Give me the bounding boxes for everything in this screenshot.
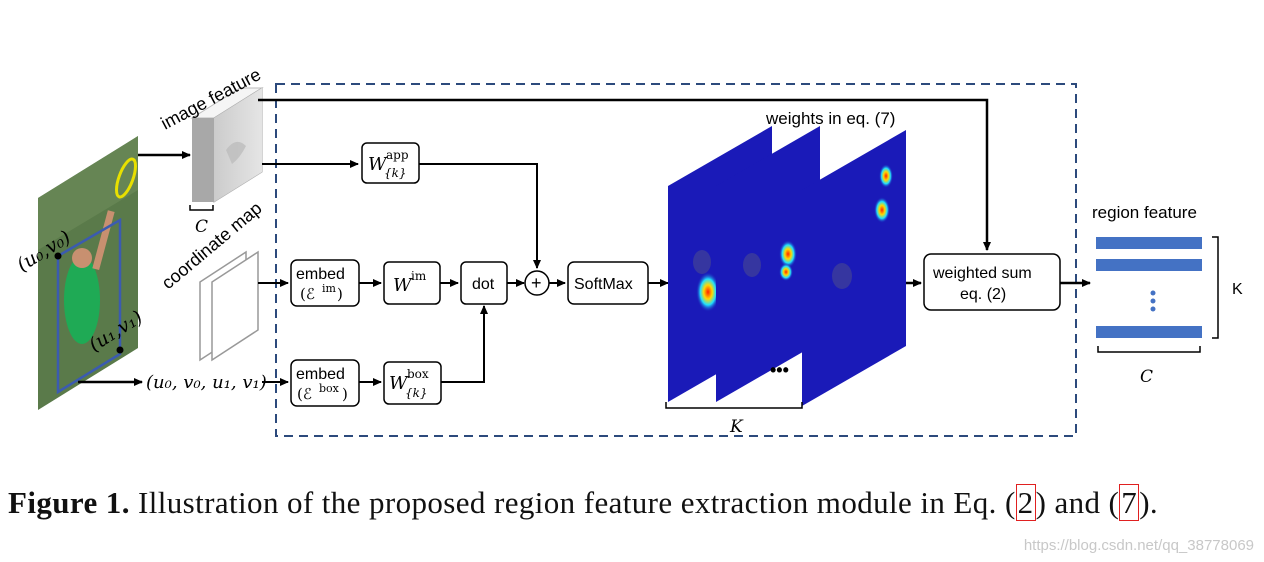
region-k-brace — [1212, 236, 1219, 339]
region-bar-1 — [1096, 237, 1202, 249]
embed-box-line1: embed — [296, 366, 345, 383]
embed-im-line2: (ℰ — [300, 285, 315, 303]
module-dashed-border — [275, 83, 1077, 437]
bounding-box — [56, 217, 122, 395]
embed-im-close: ) — [337, 285, 343, 303]
w-box-sub: {k} — [405, 386, 428, 400]
c-image-label: C — [195, 217, 208, 237]
embed-im-line1: embed — [296, 266, 345, 283]
embed-im-sup: im — [322, 282, 337, 295]
region-ellipsis-2 — [1150, 298, 1156, 304]
embed-box-sup: box — [319, 382, 340, 395]
region-c-label: C — [1140, 367, 1153, 387]
w-box-base: W — [389, 373, 409, 394]
diagram-svg: (u₀,v₀) (u₁,v₁) image feature C coordina… — [13, 64, 1243, 437]
coordinate-map — [199, 250, 259, 362]
box-corner-1 — [116, 346, 124, 354]
region-feature-label: region feature — [1092, 203, 1197, 222]
cube-c-brace — [189, 205, 214, 211]
embed-box-line2: (ℰ — [297, 385, 312, 403]
w-app-sup: app — [386, 148, 409, 162]
input-image — [38, 136, 138, 410]
caption-text: Illustration of the proposed region feat… — [129, 485, 1016, 520]
region-bar-3 — [1096, 326, 1202, 338]
k-maps-brace — [665, 402, 803, 409]
weighted-sum-line1: weighted sum — [932, 265, 1032, 282]
region-c-brace — [1097, 346, 1201, 353]
w-app-sub: {k} — [384, 166, 407, 180]
w-im-base: W — [393, 275, 413, 296]
region-bar-2 — [1096, 259, 1202, 271]
softmax-label: SoftMax — [574, 276, 633, 293]
caption-ref-eq7[interactable]: 7 — [1119, 484, 1140, 521]
weighted-sum-line2: eq. (2) — [960, 286, 1006, 303]
weight-map-2 — [716, 126, 820, 402]
caption-end: ). — [1139, 485, 1159, 520]
box-coords-label: (u₀, v₀, u₁, v₁) — [146, 372, 267, 393]
weight-maps-stack — [668, 126, 906, 406]
region-ellipsis-1 — [1150, 290, 1156, 296]
caption-label: Figure 1. — [8, 485, 130, 520]
arrow-wbox-to-dot — [441, 305, 488, 383]
w-im-sup: im — [411, 269, 427, 283]
dot-label: dot — [472, 276, 495, 293]
k-maps-label: K — [729, 417, 744, 437]
caption-mid: ) and ( — [1035, 485, 1120, 520]
arrow-wapp-to-plus — [419, 163, 541, 269]
region-ellipsis-3 — [1150, 306, 1156, 312]
w-app-base: W — [368, 154, 388, 175]
region-k-label: K — [1232, 281, 1243, 298]
embed-box-close: ) — [342, 385, 348, 403]
arrow-feature-to-weighted-sum — [258, 98, 991, 251]
box-corner-0 — [54, 252, 62, 260]
plus-label: + — [531, 273, 542, 293]
watermark: https://blog.csdn.net/qq_38778069 — [1023, 537, 1254, 554]
figure-caption: Figure 1. Illustration of the proposed r… — [8, 484, 1258, 522]
caption-ref-eq2[interactable]: 2 — [1015, 484, 1036, 521]
w-box-sup: box — [407, 367, 429, 381]
maps-dots: ••• — [770, 360, 789, 380]
weights-label: weights in eq. (7) — [765, 109, 895, 128]
image-feature-cube — [190, 87, 264, 203]
